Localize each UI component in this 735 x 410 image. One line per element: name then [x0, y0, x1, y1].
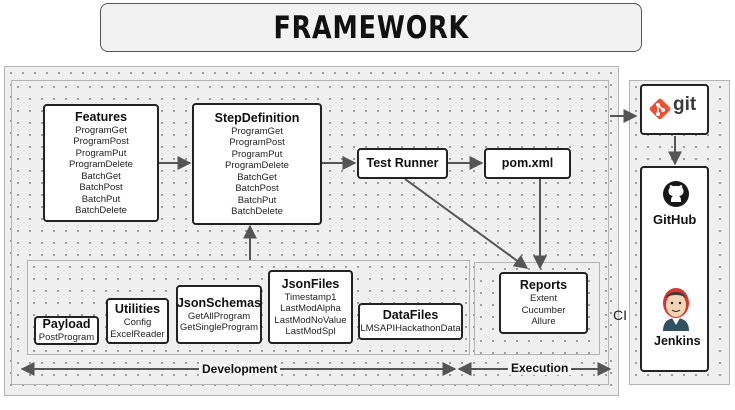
- git-logo-icon: [649, 98, 671, 120]
- github-octocat-icon: [663, 181, 689, 207]
- github-jenkins-box: GitHub Jenkins: [640, 166, 709, 372]
- payload-box: Payload PostProgram: [34, 316, 99, 345]
- git-label: git: [673, 94, 697, 115]
- jsonfiles-box: JsonFiles Timestamp1 LastModAlpha LastMo…: [268, 270, 353, 344]
- datafiles-item: LMSAPIHackathonData: [360, 323, 461, 335]
- jenkins-label: Jenkins: [654, 334, 701, 348]
- reports-item: Cucumber: [521, 304, 566, 316]
- jsonschemas-title: JsonSchemas: [176, 295, 262, 310]
- stepdefinition-item: ProgramGet: [231, 125, 283, 137]
- reports-item: Allure: [531, 316, 556, 328]
- utilities-box: Utilities Config ExcelReader: [106, 298, 169, 344]
- pom-xml-box: pom.xml: [484, 148, 571, 179]
- jsonfiles-item: LastModSpl: [285, 326, 336, 337]
- jsonfiles-item: Timestamp1: [284, 291, 337, 303]
- features-item: BatchPost: [79, 182, 123, 193]
- features-item: BatchGet: [81, 170, 121, 182]
- payload-item: PostProgram: [38, 332, 95, 344]
- jenkins-butler-icon: [663, 288, 689, 331]
- stepdefinition-item: BatchDelete: [231, 206, 283, 217]
- github-label: GitHub: [653, 212, 697, 227]
- jsonfiles-item: LastModAlpha: [280, 303, 341, 314]
- jsonfiles-item: LastModNoValue: [274, 314, 347, 326]
- stepdefinition-title: StepDefinition: [214, 110, 300, 125]
- arrow-testrunner-to-reports: [404, 178, 529, 269]
- features-box: Features ProgramGet ProgramPost ProgramP…: [43, 104, 159, 222]
- stepdefinition-item: BatchGet: [237, 171, 277, 183]
- features-item: ProgramGet: [75, 124, 127, 136]
- stepdefinition-item: ProgramDelete: [225, 160, 289, 171]
- reports-item: Extent: [530, 293, 557, 305]
- features-item: ProgramPost: [73, 136, 129, 147]
- test-runner-box: Test Runner: [357, 148, 448, 179]
- ci-label: CI: [613, 307, 627, 323]
- features-title: Features: [74, 109, 128, 124]
- jsonschemas-item: GetSingleProgram: [179, 322, 259, 333]
- utilities-title: Utilities: [114, 302, 161, 316]
- features-item: ProgramPut: [75, 147, 127, 159]
- development-label: Development: [199, 362, 281, 376]
- title-banner: FRAMEWORK: [100, 3, 642, 52]
- reports-box: Reports Extent Cucumber Allure: [499, 272, 588, 334]
- test-runner-title: Test Runner: [366, 156, 439, 170]
- git-box: git: [640, 84, 709, 135]
- stepdefinition-item: ProgramPut: [231, 148, 283, 160]
- jsonfiles-title: JsonFiles: [281, 276, 340, 291]
- stepdefinition-item: BatchPost: [235, 183, 279, 194]
- features-item: ProgramDelete: [69, 159, 133, 170]
- stepdefinition-box: StepDefinition ProgramGet ProgramPost Pr…: [192, 103, 322, 225]
- stepdefinition-item: BatchPut: [237, 194, 277, 206]
- reports-title: Reports: [519, 278, 568, 293]
- jsonschemas-item: GetAllProgram: [187, 310, 251, 322]
- payload-title: Payload: [42, 317, 91, 332]
- jsonschemas-box: JsonSchemas GetAllProgram GetSingleProgr…: [176, 285, 262, 344]
- datafiles-box: DataFiles LMSAPIHackathonData: [358, 303, 463, 340]
- pom-xml-title: pom.xml: [501, 156, 554, 170]
- execution-label: Execution: [508, 361, 572, 375]
- features-item: BatchPut: [81, 193, 121, 205]
- page-title: FRAMEWORK: [273, 9, 469, 46]
- datafiles-title: DataFiles: [382, 308, 439, 323]
- features-item: BatchDelete: [75, 205, 127, 216]
- utilities-item: Config: [123, 317, 152, 328]
- stepdefinition-item: ProgramPost: [229, 137, 285, 148]
- utilities-item: ExcelReader: [110, 328, 165, 340]
